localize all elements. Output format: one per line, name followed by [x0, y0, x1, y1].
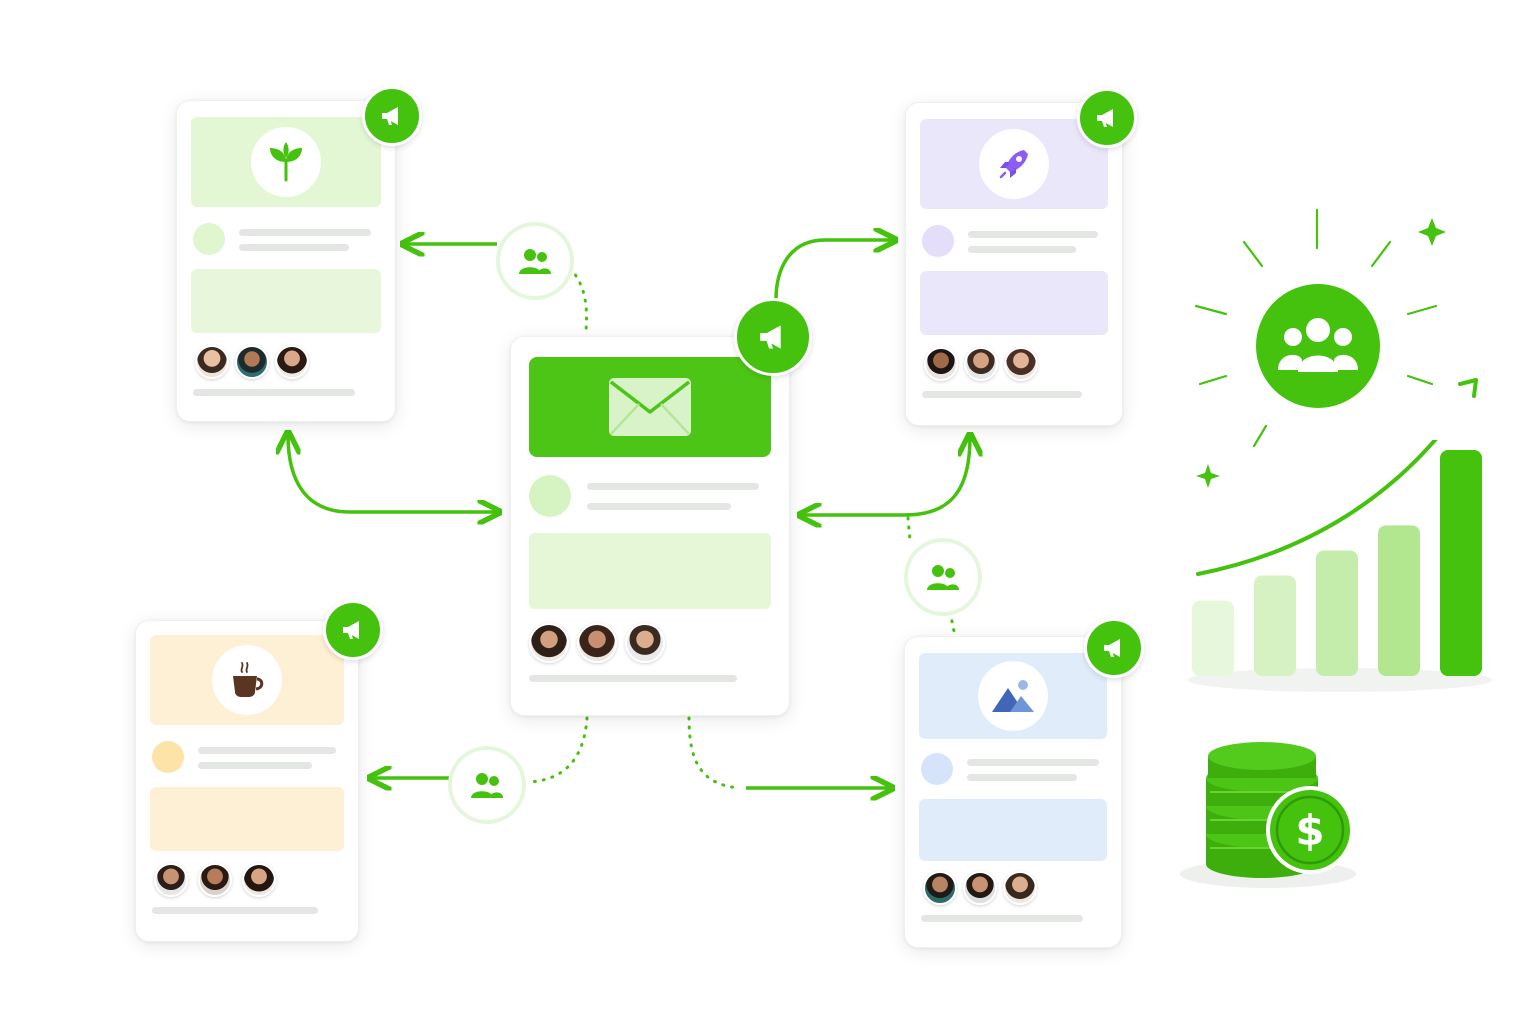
sparkle-icon — [1418, 218, 1446, 246]
profile-dot — [152, 741, 184, 773]
audience-node-top[interactable] — [496, 222, 574, 300]
campaign-card-mountain[interactable] — [904, 636, 1122, 948]
growth-bar — [1440, 450, 1482, 676]
avatar — [242, 863, 276, 897]
content-block — [919, 799, 1107, 861]
avatar — [625, 623, 665, 663]
text-line — [587, 503, 731, 510]
footer-line — [152, 907, 318, 914]
audience-node-bottom[interactable] — [448, 746, 526, 824]
sparkle-icon — [1196, 464, 1220, 488]
avatar — [235, 345, 269, 379]
people-icon — [519, 249, 551, 274]
content-block — [529, 533, 771, 609]
profile-dot — [922, 225, 954, 257]
megaphone-icon — [382, 107, 398, 125]
envelope-icon — [609, 378, 691, 436]
growth-bar — [1254, 575, 1296, 676]
footer-line — [529, 675, 737, 682]
content-block — [920, 271, 1108, 335]
text-line — [587, 483, 759, 490]
megaphone-badge-coffee[interactable] — [323, 600, 383, 660]
footer-line — [193, 389, 355, 396]
megaphone-icon — [1097, 109, 1113, 127]
avatar — [923, 871, 957, 905]
megaphone-badge-email[interactable] — [734, 298, 812, 376]
megaphone-badge-mountain[interactable] — [1084, 618, 1144, 678]
campaign-card-coffee[interactable] — [135, 620, 359, 942]
avatar — [529, 623, 569, 663]
footer-line — [921, 915, 1083, 922]
content-block — [150, 787, 344, 851]
arrow-plant-center — [288, 435, 497, 512]
text-line — [239, 229, 371, 236]
text-line — [239, 244, 349, 251]
profile-dot — [921, 753, 953, 785]
footer-line — [922, 391, 1082, 398]
community-burst — [1194, 208, 1446, 488]
megaphone-badge-rocket[interactable] — [1077, 88, 1137, 148]
card-hero-mountain — [919, 653, 1107, 739]
text-line — [967, 774, 1077, 781]
growth-bar-chart — [1188, 440, 1492, 692]
avatar — [1004, 347, 1038, 381]
profile-dot — [529, 475, 571, 517]
text-line — [967, 759, 1099, 766]
trend-arrow-head — [1458, 378, 1478, 398]
avatar — [1003, 871, 1037, 905]
community-icon — [1278, 318, 1358, 372]
card-hero-email — [529, 357, 771, 457]
text-line — [968, 246, 1076, 253]
text-line — [968, 231, 1098, 238]
avatar — [154, 863, 188, 897]
text-line — [198, 747, 336, 754]
community-icon-bg — [1256, 284, 1380, 408]
megaphone-icon — [760, 325, 781, 349]
people-icon — [927, 565, 959, 590]
dotted-link-right-top — [906, 516, 912, 542]
card-hero-coffee — [150, 635, 344, 725]
avatar — [195, 345, 229, 379]
avatar — [924, 347, 958, 381]
rocket-icon — [999, 150, 1028, 179]
coin-stack: $ — [1180, 742, 1356, 888]
dotted-link-right-bottom — [948, 610, 957, 638]
growth-bar — [1192, 600, 1234, 676]
megaphone-icon — [1104, 639, 1120, 657]
avatar — [577, 623, 617, 663]
arrow-to-rocket-card — [774, 240, 893, 301]
card-hero-plant — [191, 117, 381, 207]
card-hero-rocket — [920, 119, 1108, 209]
people-icon — [471, 773, 503, 798]
avatar — [964, 347, 998, 381]
campaign-card-rocket[interactable] — [905, 102, 1123, 426]
dollar-coin — [1266, 786, 1354, 874]
avatar — [198, 863, 232, 897]
content-block — [191, 269, 381, 333]
sprout-icon — [270, 142, 302, 182]
text-line — [198, 762, 312, 769]
megaphone-icon — [343, 621, 359, 639]
avatar — [963, 871, 997, 905]
audience-node-right[interactable] — [904, 538, 982, 616]
coffee-cup-icon — [233, 662, 264, 697]
dotted-link-mountain — [687, 716, 742, 790]
growth-bar — [1316, 550, 1358, 676]
dotted-link-plant — [568, 266, 589, 332]
dollar-sign-icon: $ — [1295, 806, 1324, 855]
campaign-card-email[interactable] — [510, 336, 790, 716]
campaign-card-plant[interactable] — [176, 100, 396, 422]
mountain-image-icon — [992, 680, 1034, 712]
dotted-link-coffee — [526, 716, 589, 784]
growth-bar — [1378, 525, 1420, 676]
avatar — [275, 345, 309, 379]
megaphone-badge-plant[interactable] — [362, 86, 422, 146]
profile-dot — [193, 223, 225, 255]
trend-arrow — [1196, 440, 1438, 576]
arrow-rocket-center — [802, 437, 970, 515]
